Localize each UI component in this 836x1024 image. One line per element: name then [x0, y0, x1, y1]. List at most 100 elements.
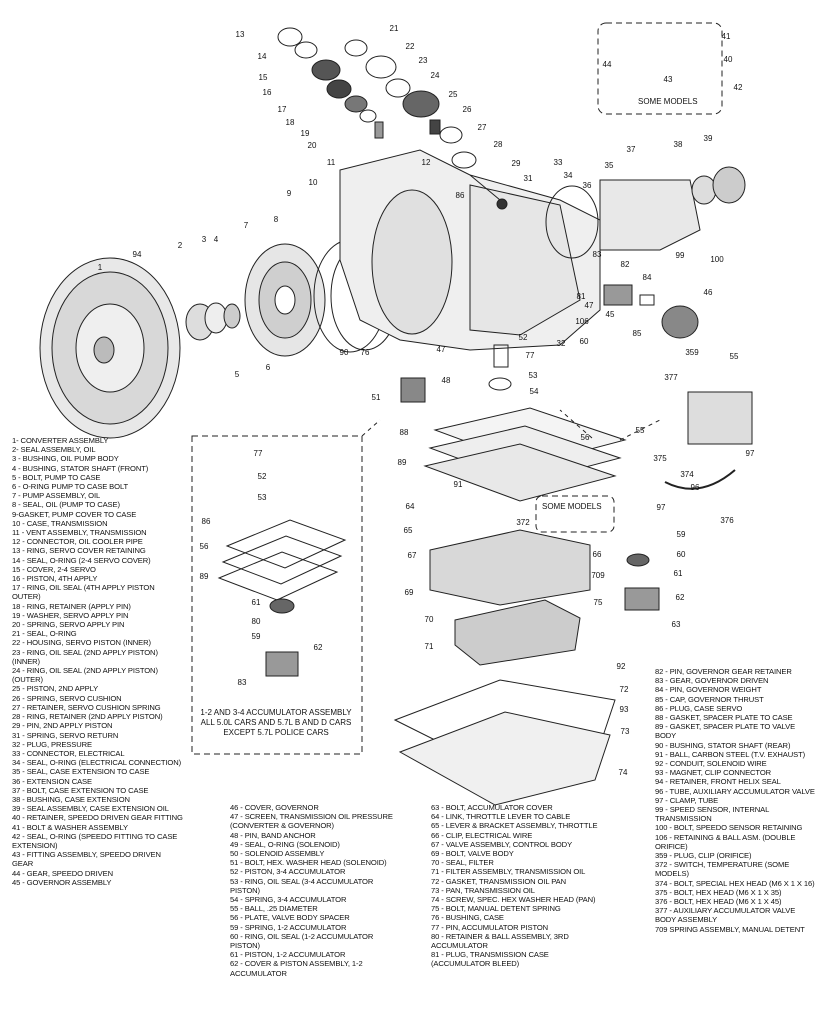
callout-number: 99: [675, 251, 685, 260]
callout-number: 96: [690, 483, 700, 492]
callout-number: 27: [477, 123, 487, 132]
legend-item: 7 - PUMP ASSEMBLY, OIL: [12, 491, 101, 501]
filter-assembly: [454, 599, 581, 666]
legend-item: 9-GASKET, PUMP COVER TO CASE: [12, 509, 137, 519]
callout-number: 372: [516, 518, 530, 527]
callout-number: 67: [407, 551, 417, 560]
callout-number: 14: [257, 52, 267, 61]
callout-number: 28: [493, 140, 503, 149]
legend-item: 77 - PIN, ACCUMULATOR PISTON: [431, 922, 549, 932]
callout-number: 52: [518, 333, 528, 342]
legend-item: 10 - CASE, TRANSMISSION: [12, 518, 108, 528]
transmission-oil-pan: [398, 711, 611, 806]
callout-number: 1: [97, 263, 103, 272]
callout-number: 51: [371, 393, 381, 402]
legend-item: 17 - RING, OIL SEAL (4TH APPLY PISTON OU…: [12, 583, 155, 602]
callout-number: 97: [745, 449, 755, 458]
legend-item: 61 - PISTON, 1-2 ACCUMULATOR: [230, 950, 346, 960]
callout-number: 62: [313, 643, 323, 652]
legend-item: 28 - RING, RETAINER (2ND APPLY PISTON): [12, 712, 163, 722]
legend-item: 21 - SEAL, O-RING: [12, 629, 77, 639]
callout-number: 62: [675, 593, 685, 602]
callout-number: 66: [592, 550, 602, 559]
callout-number: 47: [436, 345, 446, 354]
callout-number: 19: [300, 129, 310, 138]
callout-number: 44: [602, 60, 612, 69]
legend-item: 377 - AUXILIARY ACCUMULATOR VALVE BODY A…: [655, 906, 796, 925]
caption-line: ALL 5.0L CARS AND 5.7L B AND D CARS: [200, 718, 352, 727]
legend-item: 3 - BUSHING, OIL PUMP BODY: [12, 454, 119, 464]
callout-number: 5: [234, 370, 240, 379]
callout-number: 84: [642, 273, 652, 282]
legend-item: 31 - SPRING, SERVO RETURN: [12, 730, 119, 740]
legend-item: 67 - VALVE ASSEMBLY, CONTROL BODY: [431, 839, 573, 849]
servo-parts: [277, 27, 508, 210]
callout-number: 69: [404, 588, 414, 597]
callout-number: 22: [405, 42, 415, 51]
legend-item: 50 - SOLENOID ASSEMBLY: [230, 849, 325, 859]
callout-number: 90: [339, 348, 349, 357]
callout-number: 53: [257, 493, 267, 502]
legend-item: 48 - PIN, BAND ANCHOR: [230, 830, 316, 840]
callout-number: 77: [525, 351, 535, 360]
callout-number: 3: [201, 235, 207, 244]
callout-number: 71: [424, 642, 434, 651]
callout-number: 89: [199, 572, 209, 581]
callout-number: 88: [399, 428, 409, 437]
legend-item: 64 - LINK, THROTTLE LEVER TO CABLE: [431, 812, 571, 822]
callout-number: 75: [593, 598, 603, 607]
legend-item: 70 - SEAL, FILTER: [431, 858, 494, 868]
legend-item: 22 - HOUSING, SERVO PISTON (INNER): [12, 638, 151, 648]
callout-number: 46: [703, 288, 713, 297]
legend-item: 11 - VENT ASSEMBLY, TRANSMISSION: [12, 528, 147, 538]
legend-item: 376 - BOLT, HEX HEAD (M6 X 1 X 45): [655, 897, 782, 907]
legend-item: 65 - LEVER & BRACKET ASSEMBLY, THROTTLE: [431, 821, 598, 831]
legend-item: 81 - PLUG, TRANSMISSION CASE (ACCUMULATO…: [431, 950, 549, 969]
legend-item: 99 - SPEED SENSOR, INTERNAL TRANSMISSION: [655, 805, 770, 824]
callout-number: 60: [579, 337, 589, 346]
callout-number: 64: [405, 502, 415, 511]
callout-number: 73: [620, 727, 630, 736]
callout-number: 61: [673, 569, 683, 578]
callout-number: 24: [430, 71, 440, 80]
callout-number: 37: [626, 145, 636, 154]
legend-item: 74 - SCREW, SPEC. HEX WASHER HEAD (PAN): [431, 895, 596, 905]
callout-number: 74: [618, 768, 628, 777]
legend-item: 44 - GEAR, SPEEDO DRIVEN: [12, 868, 113, 878]
legend-item: 59 - SPRING, 1-2 ACCUMULATOR: [230, 922, 347, 932]
valve-body-plates: [423, 407, 627, 502]
callout-number: 76: [360, 348, 370, 357]
legend-item: 14 - SEAL, O-RING (2-4 SERVO COVER): [12, 555, 151, 565]
callout-number: 10: [308, 178, 318, 187]
legend-item: 29 - PIN, 2ND APPLY PISTON: [12, 721, 113, 731]
legend-item: 73 - PAN, TRANSMISSION OIL: [431, 885, 535, 895]
legend-item: 26 - SPRING, SERVO CUSHION: [12, 693, 122, 703]
legend-item: 89 - GASKET, SPACER PLATE TO VALVE BODY: [655, 722, 796, 741]
callout-number: 25: [448, 90, 458, 99]
legend-item: 33 - CONNECTOR, ELECTRICAL: [12, 748, 125, 758]
legend-item: 52 - PISTON, 3-4 ACCUMULATOR: [230, 867, 346, 877]
legend-item: 46 - COVER, GOVERNOR: [230, 803, 319, 812]
legend-item: 56 - PLATE, VALVE BODY SPACER: [230, 913, 350, 923]
legend-item: 54 - SPRING, 3-4 ACCUMULATOR: [230, 895, 347, 905]
legend-item: 94 - RETAINER, FRONT HELIX SEAL: [655, 777, 781, 787]
callout-number: 17: [277, 105, 287, 114]
callout-number: 38: [673, 140, 683, 149]
some-models-label-top: SOME MODELS: [638, 97, 698, 106]
callout-number: 42: [733, 83, 743, 92]
callout-number: 8: [273, 215, 279, 224]
callout-number: 34: [563, 171, 573, 180]
callout-number: 7: [243, 221, 249, 230]
callout-number: 6: [265, 363, 271, 372]
callout-number: 60: [676, 550, 686, 559]
legend-item: 6 - O-RING PUMP TO CASE BOLT: [12, 482, 129, 492]
torque-converter: [39, 257, 181, 439]
accumulator-caption: 1-2 AND 3-4 ACCUMULATOR ASSEMBLY ALL 5.0…: [196, 708, 356, 738]
legend-item: 92 - CONDUIT, SOLENOID WIRE: [655, 759, 767, 769]
callout-number: 13: [235, 30, 245, 39]
some-models-label-mid: SOME MODELS: [542, 502, 602, 511]
caption-line: 1-2 AND 3-4 ACCUMULATOR ASSEMBLY: [200, 708, 352, 717]
